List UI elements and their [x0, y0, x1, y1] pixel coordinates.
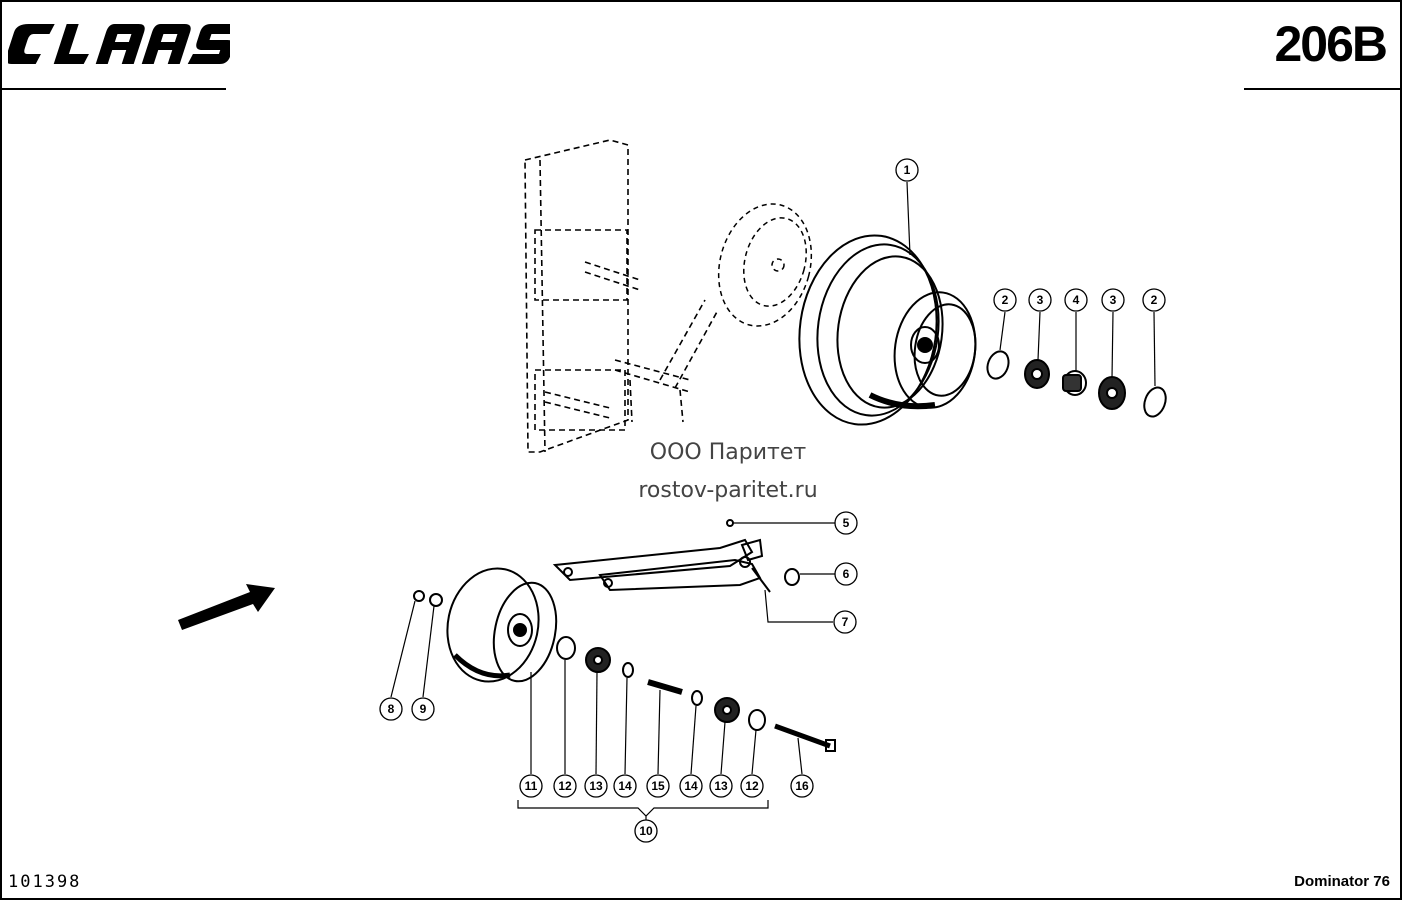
svg-text:12: 12	[745, 779, 759, 793]
model-label: Dominator 76	[1294, 873, 1390, 890]
leader-lines	[390, 181, 1156, 820]
callout-3a: 3	[1028, 288, 1052, 312]
callout-13b: 13	[709, 774, 733, 798]
svg-text:7: 7	[842, 615, 849, 629]
watermark-company: ООО Паритет	[649, 440, 807, 465]
callout-10: 10	[634, 819, 658, 843]
svg-text:4: 4	[1073, 293, 1080, 307]
callout-2b: 2	[1142, 288, 1166, 312]
callout-14b: 14	[679, 774, 703, 798]
page-number-underline	[1244, 88, 1402, 90]
logo-underline	[0, 88, 226, 90]
callout-7: 7	[833, 610, 857, 634]
svg-text:8: 8	[388, 702, 395, 716]
lower-small-parts	[413, 519, 836, 752]
callout-label: 1	[904, 163, 911, 177]
svg-text:10: 10	[639, 824, 653, 838]
svg-text:2: 2	[1151, 293, 1158, 307]
svg-text:2: 2	[1002, 293, 1009, 307]
callout-16: 16	[790, 774, 814, 798]
tension-arm	[552, 538, 771, 593]
svg-text:9: 9	[420, 702, 427, 716]
callout-13a: 13	[584, 774, 608, 798]
callout-11: 11	[519, 774, 543, 798]
svg-text:3: 3	[1110, 293, 1117, 307]
svg-text:16: 16	[795, 779, 809, 793]
callout-1: 1	[895, 158, 919, 182]
svg-text:11: 11	[525, 779, 538, 793]
svg-text:13: 13	[714, 779, 728, 793]
callout-5: 5	[834, 511, 858, 535]
claas-logo	[8, 24, 230, 64]
svg-text:14: 14	[618, 779, 632, 793]
svg-text:12: 12	[558, 779, 572, 793]
callout-12a: 12	[553, 774, 577, 798]
callout-8: 8	[379, 697, 403, 721]
watermark-website: rostov-paritet.ru	[638, 478, 818, 503]
svg-text:5: 5	[843, 516, 850, 530]
drawing-number: 101398	[8, 872, 82, 892]
mounting-bracket	[524, 139, 719, 453]
lower-pulley	[446, 567, 558, 683]
callout-9: 9	[411, 697, 435, 721]
upper-small-parts	[986, 350, 1167, 418]
svg-text:14: 14	[684, 779, 698, 793]
callout-12b: 12	[740, 774, 764, 798]
svg-text:15: 15	[651, 779, 665, 793]
callout-4: 4	[1064, 288, 1088, 312]
tension-pulley-dashed	[717, 203, 813, 327]
callout-2a: 2	[993, 288, 1017, 312]
callout-14a: 14	[613, 774, 637, 798]
svg-text:6: 6	[843, 567, 850, 581]
callout-6: 6	[834, 562, 858, 586]
page-number: 206B	[1274, 16, 1388, 72]
arrow-indicator	[178, 584, 275, 630]
v-belt-pulley	[798, 234, 977, 426]
svg-text:13: 13	[589, 779, 603, 793]
callout-15: 15	[646, 774, 670, 798]
callout-3b: 3	[1101, 288, 1125, 312]
callouts: 1 2 3 4 3 2 5 6 7 8 9 11 12 13 14 15 14 …	[379, 158, 1166, 843]
svg-text:3: 3	[1037, 293, 1044, 307]
